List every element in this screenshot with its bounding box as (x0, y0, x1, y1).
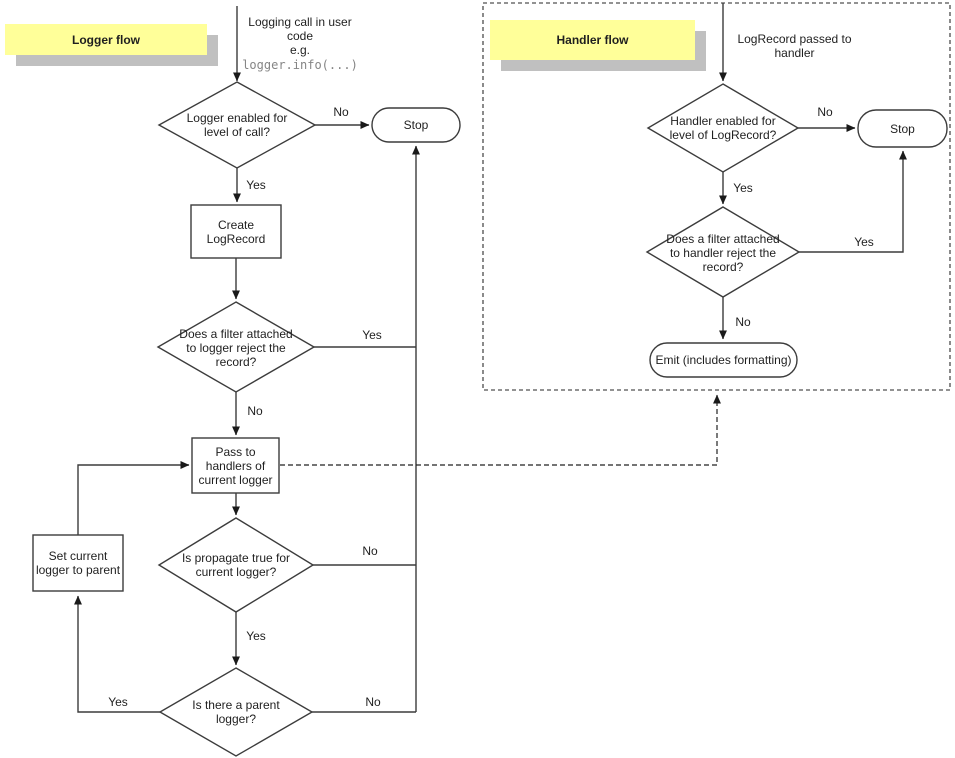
set-current-logger-label: Set current logger to parent (35, 549, 121, 577)
edge-label-parent-yes: Yes (108, 695, 128, 709)
handler-flow-container (482, 2, 951, 391)
edge-label-enabled-yes: Yes (246, 178, 266, 192)
edge-label-henabled-yes: Yes (733, 181, 753, 195)
handler-flow-title: Handler flow (490, 20, 695, 60)
edge-hfilter-yes (799, 150, 907, 253)
edge-label-propagate-yes: Yes (246, 629, 266, 643)
create-logrecord-box (190, 204, 282, 259)
logger-stop-label: Stop (403, 118, 429, 132)
set-current-logger-box (32, 534, 124, 592)
create-logrecord-label: Create LogRecord (206, 217, 266, 246)
logger-enabled-label: Logger enabled for level of call? (186, 111, 288, 139)
pass-to-handlers-label: Pass to handlers of current logger (198, 444, 273, 487)
edge-label-hfilter-no: No (735, 315, 751, 329)
handler-entry-note: LogRecord passed to handler (737, 32, 852, 60)
handler-stop-terminator (857, 109, 948, 148)
logger-entry-note: Logging call in user code e.g. (248, 15, 352, 57)
propagate-label: Is propagate true for current logger? (181, 551, 291, 579)
edge-label-parent-no: No (365, 695, 381, 709)
handler-enabled-diamond (646, 83, 800, 173)
logger-enabled-diamond (157, 81, 317, 169)
edge-label-henabled-no: No (817, 105, 833, 119)
edge-label-filter-yes: Yes (362, 328, 382, 342)
propagate-diamond (157, 517, 315, 613)
handler-stop-label: Stop (890, 121, 915, 136)
edge-label-hfilter-yes: Yes (854, 235, 874, 249)
logger-entry-code: logger.info(...) (242, 58, 358, 72)
logger-filter-diamond (156, 301, 316, 393)
edge-setparent-to-pass (77, 461, 190, 535)
handler-enabled-label: Handler enabled for level of LogRecord? (669, 114, 777, 142)
edge-pass-to-handler-flow (280, 394, 721, 466)
edge-label-propagate-no: No (362, 544, 378, 558)
parent-logger-diamond (158, 667, 314, 757)
handler-filter-label: Does a filter attached to handler reject… (666, 232, 780, 274)
edge-parent-yes (74, 595, 160, 713)
edge-label-filter-no: No (247, 404, 263, 418)
parent-logger-label: Is there a parent logger? (192, 698, 280, 726)
logger-stop-terminator (371, 107, 461, 143)
pass-to-handlers-box (191, 437, 280, 494)
emit-terminator (649, 342, 798, 378)
handler-filter-diamond (645, 206, 801, 298)
logger-filter-label: Does a filter attached to logger reject … (179, 327, 293, 369)
emit-label: Emit (includes formatting) (655, 353, 792, 367)
edge-label-enabled-no: No (333, 105, 349, 119)
logger-flow-title: Logger flow (5, 24, 207, 55)
